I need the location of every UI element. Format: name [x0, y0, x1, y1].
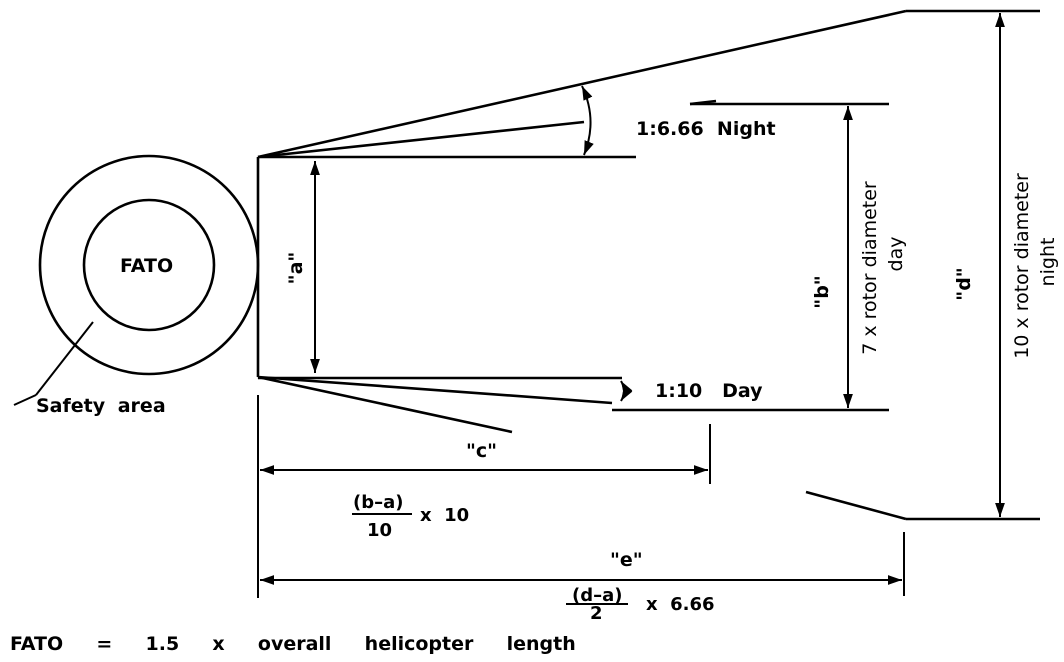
- fato-caption: FATO = 1.5 x overall helicopter length: [10, 633, 576, 655]
- rotor-night-text-1: 10 x rotor diameter: [1011, 173, 1033, 359]
- fato-label: FATO: [120, 255, 173, 277]
- c-formula-denominator: 10: [367, 520, 392, 541]
- safety-area-label: Safety area: [36, 395, 166, 417]
- day-angle-arc: [620, 380, 633, 402]
- night-slope-lower: [257, 375, 513, 434]
- night-slope-lower-end: [805, 490, 907, 521]
- safety-area-leader: [35, 321, 94, 396]
- fato-circle: [82, 198, 216, 332]
- rotor-day-text-1: 7 x rotor diameter: [859, 181, 881, 355]
- day-slope-upper: [257, 120, 585, 159]
- slope-day-label: 1:10 Day: [655, 380, 763, 402]
- e-formula-numerator: (d–a): [572, 585, 622, 606]
- rotor-night-text-2: night: [1037, 238, 1059, 287]
- c-formula-multiplier: x 10: [420, 505, 469, 526]
- dimension-c-label: "c": [466, 440, 497, 462]
- day-end-top-tick: [689, 99, 717, 106]
- dimension-a-label: "a": [285, 252, 307, 285]
- dimension-d-label: "d": [953, 267, 975, 300]
- rotor-day-text-2: day: [885, 237, 907, 272]
- c-formula-numerator: (b–a): [353, 492, 403, 513]
- safety-area-leader-tail: [13, 394, 37, 406]
- dimension-e-label: "e": [610, 549, 643, 571]
- dimension-b-label: "b": [811, 275, 833, 308]
- slope-night-label: 1:6.66 Night: [636, 118, 776, 140]
- e-formula-multiplier: x 6.66: [646, 594, 715, 615]
- e-formula-denominator: 2: [590, 603, 603, 624]
- day-slope-lower: [257, 375, 613, 405]
- night-slope-upper: [257, 9, 907, 159]
- night-angle-arc: [581, 85, 594, 156]
